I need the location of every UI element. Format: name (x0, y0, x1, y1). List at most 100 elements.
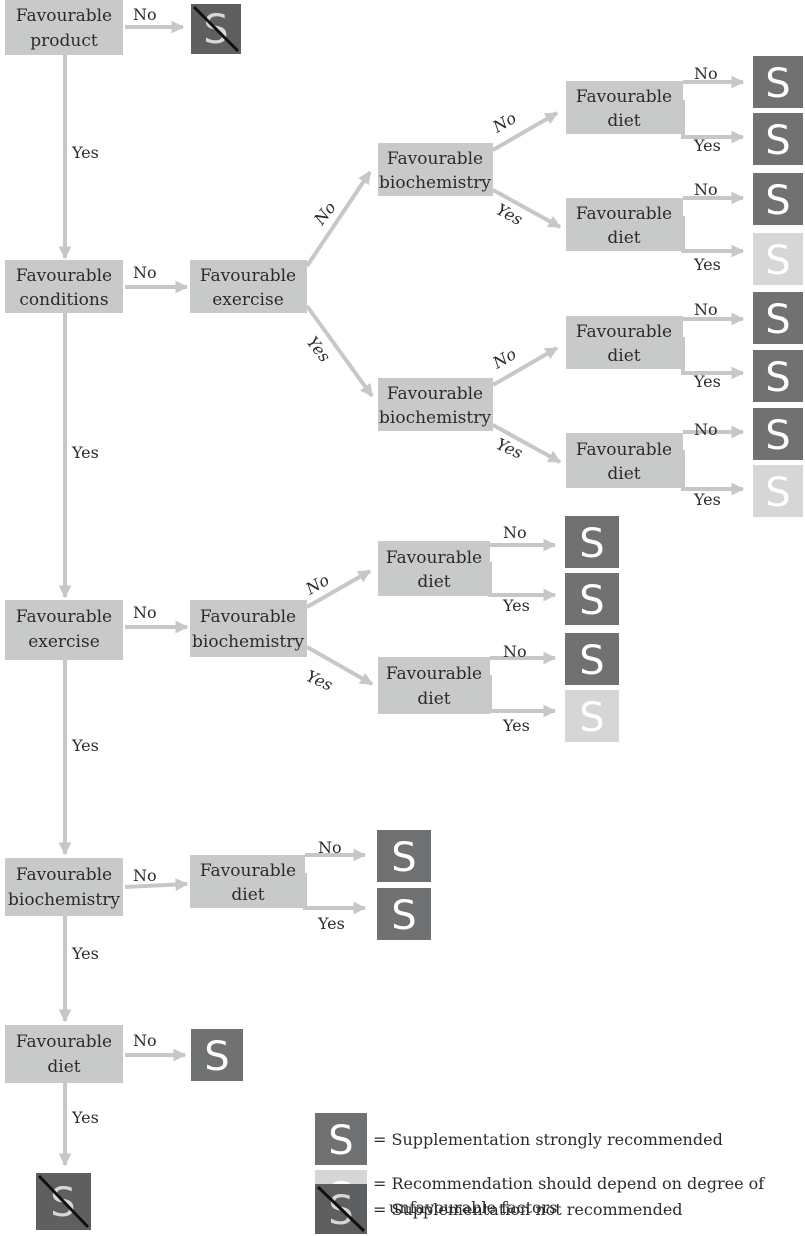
s-not-recommended-icon: S (191, 4, 241, 54)
edge-biochemistry-no (124, 878, 189, 891)
node-label-line2: biochemistry (8, 890, 120, 910)
s-letter: S (391, 835, 416, 881)
fork-line (681, 337, 745, 380)
label-yes: Yes (317, 914, 345, 933)
node-e-favourable-diet-2: Favourable diet (378, 657, 490, 714)
node-label-line1: Favourable (576, 87, 672, 107)
label-yes: Yes (71, 143, 99, 162)
fork-line (681, 216, 745, 258)
node-b-favourable-diet: Favourable diet (190, 855, 305, 908)
node-label-line1: Favourable (16, 266, 112, 286)
s-letter: S (765, 355, 790, 401)
label-yes: Yes (502, 596, 530, 615)
node-label-line1: Favourable (16, 865, 112, 885)
label-yes: Yes (693, 372, 721, 391)
s-strong-icon: S (377, 888, 431, 940)
node-c-favourable-exercise: Favourable exercise (190, 260, 307, 313)
s-strong-icon: S (565, 633, 619, 685)
nodes: Favourable product Favourable conditions… (5, 0, 683, 1083)
s-letter: S (765, 61, 790, 107)
label-no: No (133, 5, 157, 24)
s-letter: S (391, 893, 416, 939)
node-label-line2: biochemistry (379, 173, 491, 193)
label-yes: Yes (303, 666, 335, 694)
node-label-line2: exercise (28, 632, 100, 652)
node-label-line2: diet (417, 689, 450, 709)
node-label-line1: Favourable (16, 1032, 112, 1052)
label-yes: Yes (71, 944, 99, 963)
s-strong-icon: S (753, 56, 803, 108)
node-label-line1: Favourable (387, 384, 483, 404)
s-letter: S (765, 118, 790, 164)
node-label-line1: Favourable (576, 322, 672, 342)
s-letter: S (765, 413, 790, 459)
node-label-line1: Favourable (16, 607, 112, 627)
label-no: No (133, 866, 157, 885)
node-label-line2: diet (607, 346, 640, 366)
label-no: No (489, 108, 520, 137)
label-yes: Yes (71, 1108, 99, 1127)
node-label-line2: diet (607, 228, 640, 248)
label-no: No (503, 523, 527, 542)
legend-strong: S = Supplementation strongly recommended (315, 1113, 723, 1165)
s-letter: S (765, 297, 790, 343)
label-no: No (133, 1031, 157, 1050)
fork-line (681, 450, 745, 496)
node-c-favourable-diet-2: Favourable diet (566, 198, 683, 251)
s-letter: S (579, 578, 604, 624)
node-c-favourable-diet-4: Favourable diet (566, 433, 683, 488)
node-c-favourable-biochemistry-no: Favourable biochemistry (378, 143, 493, 196)
label-no: No (489, 344, 520, 373)
label-yes: Yes (71, 736, 99, 755)
s-strong-icon: S (191, 1029, 243, 1081)
slash-mark (316, 1185, 366, 1233)
s-letter: S (765, 178, 790, 224)
node-label-line1: Favourable (386, 548, 482, 568)
fork-line (681, 100, 745, 144)
s-conditional-icon: S (753, 233, 803, 285)
label-no: No (133, 603, 157, 622)
node-c-favourable-diet-1: Favourable diet (566, 81, 683, 134)
label-no: No (503, 642, 527, 661)
node-label-line2: exercise (212, 290, 284, 310)
s-not-recommended-icon: S (36, 1173, 91, 1230)
legend-strong-icon (315, 1113, 367, 1165)
s-letter: S (579, 521, 604, 567)
node-c-favourable-biochemistry-yes: Favourable biochemistry (378, 378, 493, 431)
s-letter: S (765, 238, 790, 284)
label-yes: Yes (693, 490, 721, 509)
label-no: No (694, 180, 718, 199)
s-letter: S (579, 695, 604, 741)
edge-c-bio-no-no (491, 111, 559, 152)
s-strong-icon: S (753, 173, 803, 225)
node-label-line2: biochemistry (192, 632, 304, 652)
legend: S = Supplementation strongly recommended… (315, 1113, 765, 1234)
legend-not-recommended-label: = Supplementation not recommended (373, 1200, 683, 1219)
fork-line (488, 675, 557, 718)
s-strong-icon: S (753, 408, 803, 460)
node-c-favourable-diet-3: Favourable diet (566, 316, 683, 369)
fork-line (303, 873, 367, 915)
fork-line (488, 562, 557, 602)
node-label-line1: Favourable (386, 664, 482, 684)
edge-c-exercise-no (305, 170, 372, 268)
edge-e-bio-no (306, 569, 372, 609)
edge-e-bio-yes (306, 645, 374, 686)
label-no: No (694, 420, 718, 439)
node-e-favourable-diet-1: Favourable diet (378, 541, 490, 596)
label-yes: Yes (693, 136, 721, 155)
label-no: No (694, 300, 718, 319)
node-label-line1: Favourable (576, 440, 672, 460)
label-no: No (694, 64, 718, 83)
legend-strong-label: = Supplementation strongly recommended (373, 1130, 723, 1149)
label-no: No (318, 838, 342, 857)
s-letter: S (204, 1034, 229, 1080)
s-strong-icon: S (753, 113, 803, 165)
node-label-line2: diet (607, 464, 640, 484)
label-no: No (133, 263, 157, 282)
node-favourable-biochemistry: Favourable biochemistry (5, 858, 123, 916)
s-strong-icon: S (753, 292, 803, 344)
edge-c-exercise-yes (305, 304, 374, 398)
node-label-line2: product (30, 31, 98, 51)
